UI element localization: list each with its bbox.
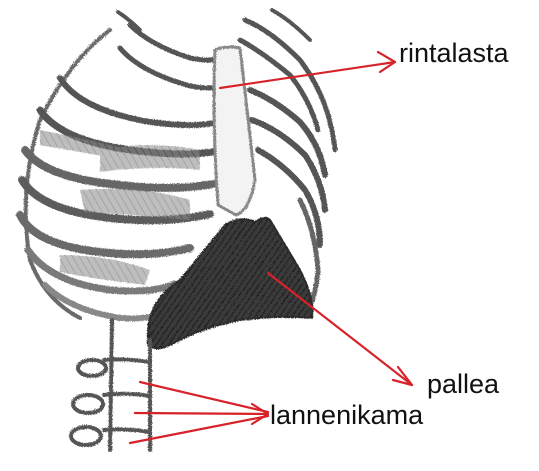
label-sternum: rintalasta <box>399 38 510 68</box>
arrowhead-diaphragm <box>393 367 412 385</box>
lumbar-spine-sketch <box>71 320 150 450</box>
arrow-lumbar-2 <box>135 413 268 414</box>
arrow-diaphragm <box>268 273 412 385</box>
label-lumbar: lannenikama <box>270 400 424 430</box>
arrow-lumbar-1 <box>140 382 268 412</box>
arrow-sternum <box>220 62 395 88</box>
label-diaphragm: pallea <box>427 369 500 399</box>
